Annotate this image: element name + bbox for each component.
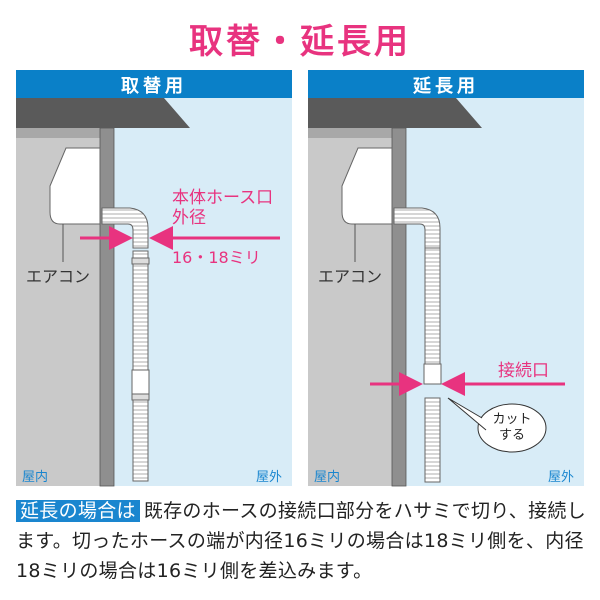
pillar <box>99 127 115 487</box>
indoor-label: 屋内 <box>314 470 341 485</box>
roof <box>16 98 190 128</box>
panel-replacement <box>16 70 292 487</box>
outdoor-label: 屋外 <box>548 470 575 485</box>
panel-extension <box>308 70 584 487</box>
panel-header <box>16 70 292 98</box>
hose <box>132 250 149 482</box>
panel-header-extension: 延長用 <box>413 76 479 97</box>
panel-header <box>308 70 584 98</box>
callout-line1: 本体ホース口 <box>172 188 274 208</box>
extension-note: 延長の場合は既存のホースの接続口部分をハサミで切り、接続します。切ったホースの端… <box>16 496 591 586</box>
cut-callout <box>477 403 547 453</box>
cut-line2: する <box>498 428 525 443</box>
outdoor-label: 屋外 <box>256 470 283 485</box>
connection-port-label: 接続口 <box>498 361 549 381</box>
aircon-label: エアコン <box>26 267 91 286</box>
callout-hose-port: 本体ホース口 外径 <box>172 188 273 228</box>
callout-size: 16・18ミリ <box>172 248 261 267</box>
hose-elbow <box>101 207 149 249</box>
indoor-label: 屋内 <box>22 470 49 485</box>
panel-header-replacement: 取替用 <box>121 76 187 97</box>
aircon-label: エアコン <box>318 267 383 286</box>
note-text: 既存のホースの接続口部分をハサミで切り、接続します。切ったホースの端が内径16ミ… <box>16 500 587 582</box>
note-tag: 延長の場合は <box>16 500 140 522</box>
aircon-unit <box>49 147 101 225</box>
cut-label: カット する <box>478 412 546 444</box>
page-title: 取替・延長用 <box>189 22 411 62</box>
callout-line2: 外径 <box>172 208 206 228</box>
cut-line1: カット <box>492 412 532 427</box>
